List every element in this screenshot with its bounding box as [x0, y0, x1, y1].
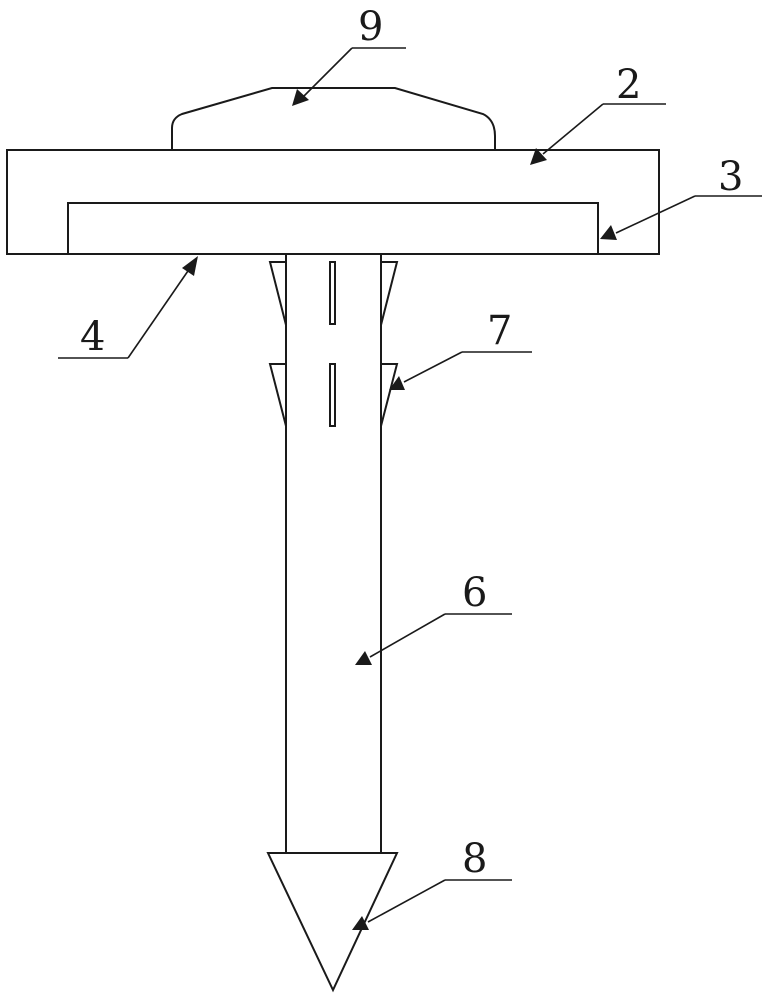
lower-slot — [329, 363, 336, 427]
label-6: 6 — [462, 570, 487, 616]
callout-7: 7 — [389, 308, 532, 390]
callout-8: 8 — [352, 836, 512, 930]
callout-4: 4 — [58, 256, 198, 360]
barb-lower-right — [380, 363, 399, 427]
label-4: 4 — [80, 314, 105, 360]
label-8: 8 — [462, 836, 487, 882]
label-3: 3 — [718, 154, 743, 200]
head-plate — [6, 149, 660, 255]
label-2: 2 — [616, 62, 641, 108]
callout-3: 3 — [600, 154, 762, 240]
inner-recess — [67, 202, 599, 254]
label-7: 7 — [487, 308, 512, 354]
barb-lower-left — [268, 363, 287, 427]
callout-2: 2 — [530, 62, 666, 165]
barb-upper-left — [268, 261, 287, 326]
callout-9: 9 — [292, 4, 406, 106]
barb-upper-right — [380, 261, 399, 326]
conical-tip — [266, 852, 399, 993]
upper-slot — [329, 261, 336, 325]
top-cap — [171, 87, 496, 150]
callout-6: 6 — [355, 570, 512, 665]
label-9: 9 — [358, 4, 383, 50]
